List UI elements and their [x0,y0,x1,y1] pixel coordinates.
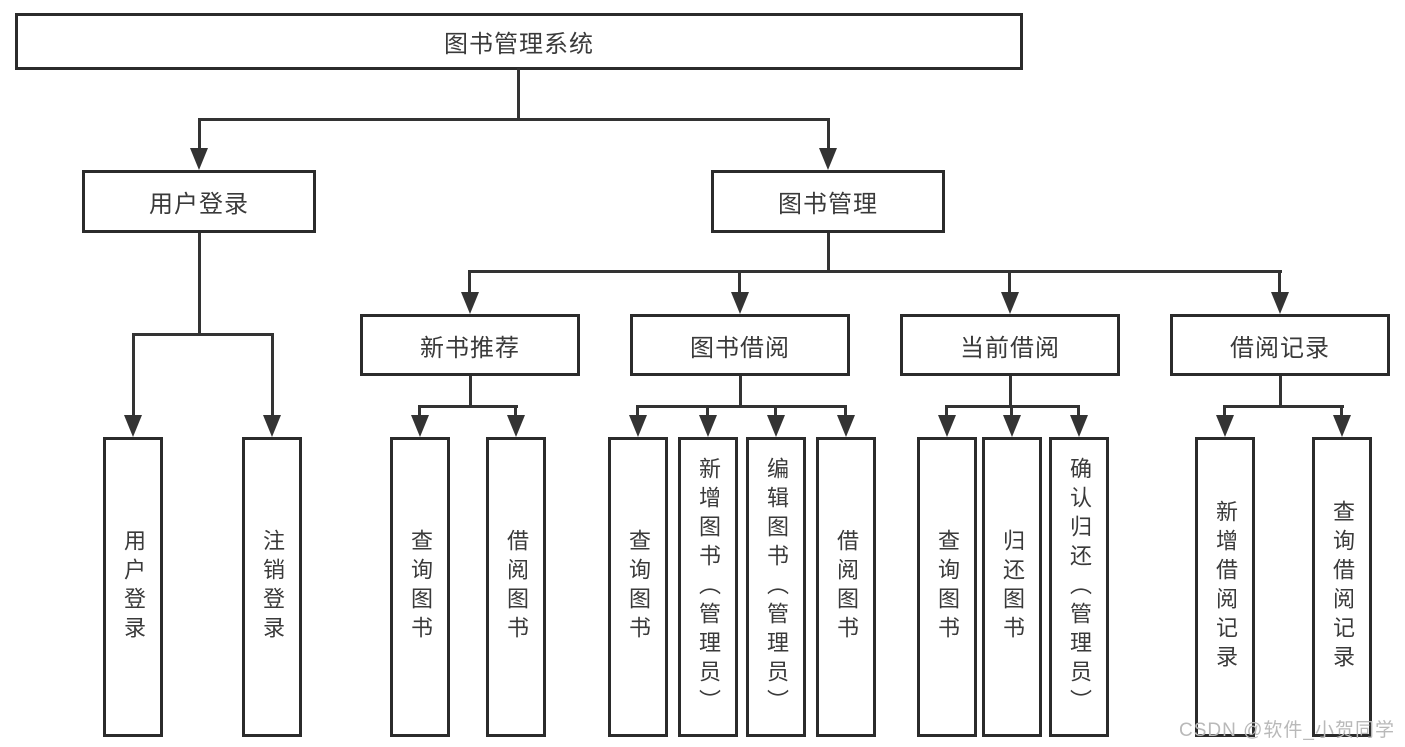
leaf-br-query-borrow-record: 查询借阅记录 [1312,437,1372,737]
connector-stub [636,405,639,417]
connector-stub [1340,405,1343,417]
csdn-watermark: CSDN @软件_小贺同学 [1179,720,1395,741]
node-user-login: 用户登录 [82,170,316,233]
node-book-borrow: 图书借阅 [630,314,850,376]
arrow-down-icon [411,415,429,437]
connector-bb-rail [637,405,847,408]
leaf-br-add-borrow-record: 新增借阅记录 [1195,437,1255,737]
leaf-label: 查询图书 [935,529,960,645]
connector-stub [945,405,948,417]
node-label: 图书管理系统 [444,31,594,58]
arrow-down-icon [507,415,525,437]
leaf-label: 查询借阅记录 [1330,500,1355,674]
connector-stub-logout [271,333,274,417]
connector-nbr-rail [419,405,518,408]
node-current-borrow: 当前借阅 [900,314,1120,376]
arrow-down-icon [837,415,855,437]
leaf-cb-confirm-return-admin: 确认归还（管理员） [1049,437,1109,737]
arrow-down-icon [124,415,142,437]
arrow-down-icon [767,415,785,437]
node-library-management-system: 图书管理系统 [15,13,1023,70]
leaf-label: 查询图书 [626,529,651,645]
node-label: 图书借阅 [690,334,790,362]
arrow-down-icon [819,148,837,170]
arrow-down-icon [629,415,647,437]
arrow-down-icon [731,292,749,314]
connector-bb-drop [739,376,742,407]
connector-cb-rail [946,405,1080,408]
leaf-user-login: 用户登录 [103,437,163,737]
leaf-bb-query-books: 查询图书 [608,437,668,737]
connector-stub [1077,405,1080,417]
arrow-down-icon [1001,292,1019,314]
leaf-label: 借阅图书 [834,529,859,645]
leaf-label: 归还图书 [1000,529,1025,645]
connector-cb-drop [1009,376,1012,407]
leaf-cb-query-books: 查询图书 [917,437,977,737]
leaf-label: 新增图书（管理员） [696,456,721,718]
leaf-label: 编辑图书（管理员） [764,456,789,718]
arrow-down-icon [1070,415,1088,437]
leaf-bb-add-books-admin: 新增图书（管理员） [678,437,738,737]
node-new-book-recommend: 新书推荐 [360,314,580,376]
node-label: 用户登录 [149,191,249,218]
leaf-logout: 注销登录 [242,437,302,737]
connector-stub-borrow-records [1278,270,1281,294]
connector-stub [1223,405,1226,417]
leaf-bb-borrow-books: 借阅图书 [816,437,876,737]
connector-stub [774,405,777,417]
connector-stub-book-management [827,118,830,149]
arrow-down-icon [1333,415,1351,437]
leaf-label: 新增借阅记录 [1213,500,1238,674]
node-label: 图书管理 [778,191,878,218]
node-label: 当前借阅 [960,334,1060,362]
connector-stub-login [132,333,135,417]
leaf-nbr-borrow-books: 借阅图书 [486,437,546,737]
arrow-down-icon [699,415,717,437]
node-label: 新书推荐 [420,334,520,362]
connector-br-drop [1279,376,1282,407]
arrow-down-icon [1271,292,1289,314]
connector-stub [706,405,709,417]
connector-stub-book-borrow [738,270,741,294]
leaf-label: 借阅图书 [504,529,529,645]
connector-book-management-rail [469,270,1282,273]
arrow-down-icon [938,415,956,437]
leaf-label: 注销登录 [260,529,285,645]
connector-user-login-drop [198,233,201,335]
arrow-down-icon [263,415,281,437]
leaf-bb-edit-books-admin: 编辑图书（管理员） [746,437,806,737]
connector-stub [1010,405,1013,417]
connector-stub-user-login [198,118,201,149]
connector-br-rail [1224,405,1344,408]
arrow-down-icon [190,148,208,170]
node-label: 借阅记录 [1230,334,1330,362]
leaf-nbr-query-books: 查询图书 [390,437,450,737]
arrow-down-icon [461,292,479,314]
connector-stub-new-book [468,270,471,294]
connector-book-management-drop [827,233,830,272]
connector-stub [418,405,421,417]
arrow-down-icon [1003,415,1021,437]
connector-nbr-drop [469,376,472,407]
connector-stub [844,405,847,417]
leaf-cb-return-books: 归还图书 [982,437,1042,737]
leaf-label: 查询图书 [408,529,433,645]
node-book-management: 图书管理 [711,170,945,233]
node-borrow-records: 借阅记录 [1170,314,1390,376]
leaf-label: 用户登录 [121,529,146,645]
connector-stub-current-borrow [1008,270,1011,294]
leaf-label: 确认归还（管理员） [1067,456,1092,718]
connector-root-rail [198,118,830,121]
arrow-down-icon [1216,415,1234,437]
connector-root-drop [517,68,520,119]
connector-user-login-rail [132,333,274,336]
connector-stub [514,405,517,417]
